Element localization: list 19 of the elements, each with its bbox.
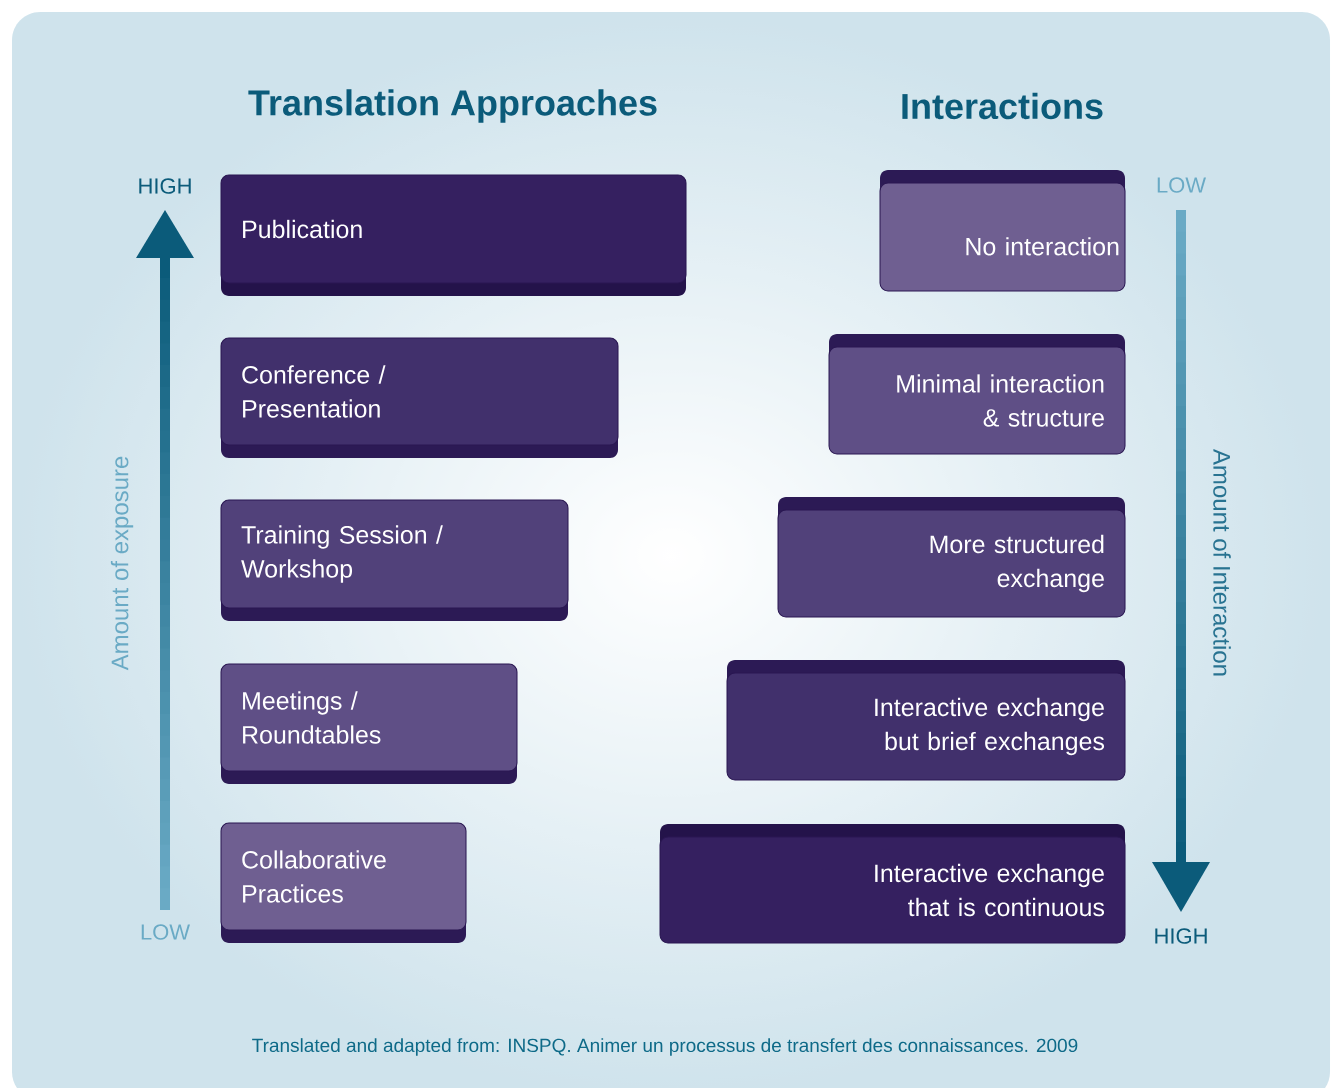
box: Minimal interaction & structure <box>828 334 1126 455</box>
caption: Translated and adapted from: INSPQ. Animer un processus de transfert des connaissances. 2009 <box>252 1038 1078 1056</box>
axis-label: LOW <box>1157 177 1206 193</box>
heading: Interactions <box>902 92 1103 120</box>
axis-title: Amount of exposure <box>110 456 134 671</box>
box: Training Session / Workshop <box>220 499 569 621</box>
axis-label: LOW <box>141 924 190 940</box>
axis-label: HIGH <box>1155 928 1207 944</box>
box: Meetings / Roundtables <box>220 663 518 784</box>
box: Conference / Presentation <box>220 337 619 458</box>
box: Interactive exchange that is continuous <box>659 824 1126 944</box>
axis-title: Amount of Interaction <box>1213 449 1231 676</box>
heading: Translation Approaches <box>248 89 657 123</box>
box: No interaction <box>879 170 1126 292</box>
box: More structured exchange <box>777 497 1126 618</box>
axis-label: HIGH <box>139 178 191 194</box>
box: Collaborative Practices <box>220 822 467 943</box>
box: Interactive exchange but brief exchanges <box>726 660 1126 781</box>
box: Publication <box>220 174 687 296</box>
